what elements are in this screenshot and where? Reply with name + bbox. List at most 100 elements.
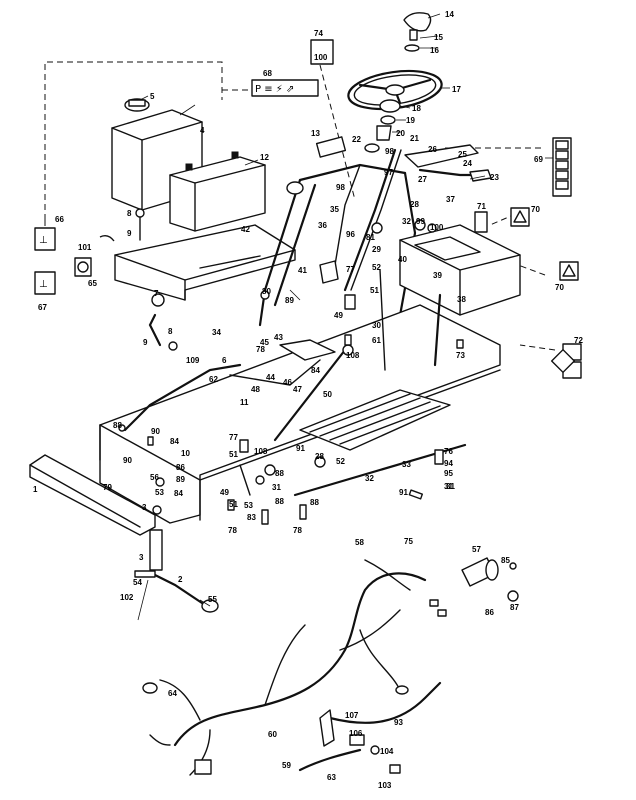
callout-80: 80 (262, 287, 271, 296)
callout-53: 53 (155, 488, 164, 497)
callout-61: 61 (372, 336, 381, 345)
callout-69: 69 (534, 155, 543, 164)
callout-23: 23 (490, 173, 499, 182)
callout-68: 68 (263, 69, 272, 78)
callout-2: 2 (178, 575, 183, 584)
battery (169, 151, 266, 232)
warning-decal-70 (510, 207, 579, 281)
callout-88: 88 (113, 421, 122, 430)
callout-31: 31 (444, 482, 453, 491)
callout-66: 66 (55, 215, 64, 224)
callout-19: 19 (406, 116, 415, 125)
decal-74-text: 100 (314, 53, 328, 62)
callout-5: 5 (150, 92, 155, 101)
callout-52b: 52 (336, 457, 345, 466)
hardware (99, 208, 464, 617)
callout-88d: 88 (310, 498, 319, 507)
callout-88c: 88 (275, 497, 284, 506)
steering-pedestal (258, 163, 417, 345)
callout-71: 71 (477, 202, 486, 211)
callout-54: 54 (133, 578, 142, 587)
callout-12: 12 (260, 153, 269, 162)
callout-34: 34 (212, 328, 221, 337)
callout-75: 75 (404, 537, 413, 546)
callout-95: 95 (444, 469, 453, 478)
hood (399, 224, 521, 316)
callout-28: 28 (410, 200, 419, 209)
callout-45: 45 (260, 338, 269, 347)
decal-74: 100 (310, 39, 334, 65)
callout-74: 74 (314, 29, 323, 38)
decal-71 (474, 211, 488, 233)
ignition-switch (461, 557, 519, 602)
callout-83: 83 (247, 513, 256, 522)
callout-22: 22 (352, 135, 361, 144)
callout-77: 77 (346, 265, 355, 274)
callout-10: 10 (181, 449, 190, 458)
callout-99: 99 (416, 217, 425, 226)
callout-18: 18 (412, 104, 421, 113)
callout-31c: 31 (446, 482, 455, 491)
callout-62: 62 (209, 375, 218, 384)
decal-68-text: P ≡ ⚡ ⇗ (255, 84, 294, 95)
callout-104: 104 (380, 747, 394, 756)
svg-text:⊥: ⊥ (39, 279, 48, 290)
callout-109: 109 (186, 356, 200, 365)
callout-94: 94 (444, 459, 453, 468)
callout-8b: 8 (168, 327, 173, 336)
wiring-harness (142, 559, 427, 776)
callout-76: 76 (444, 447, 453, 456)
callout-98: 98 (385, 147, 394, 156)
callout-63: 63 (327, 773, 336, 782)
callout-59: 59 (282, 761, 291, 770)
callout-88b: 88 (275, 469, 284, 478)
steering-knob (403, 12, 432, 52)
callout-78b: 78 (228, 526, 237, 535)
callout-32b: 32 (365, 474, 374, 483)
callout-4: 4 (200, 126, 205, 135)
callout-84c: 84 (174, 489, 183, 498)
callout-14: 14 (445, 10, 454, 19)
callout-37: 37 (446, 195, 455, 204)
callout-32: 32 (402, 217, 411, 226)
callout-39: 39 (433, 271, 442, 280)
callout-87: 87 (510, 603, 519, 612)
callout-52: 52 (372, 263, 381, 272)
callout-28b: 28 (315, 452, 324, 461)
callout-79: 79 (103, 483, 112, 492)
callout-42: 42 (241, 225, 250, 234)
decal-66-67-65: ⊥ ⊥ (34, 227, 92, 295)
callout-16: 16 (430, 46, 439, 55)
callout-72: 72 (574, 336, 583, 345)
callout-90b: 90 (123, 456, 132, 465)
leader-lines (137, 13, 553, 621)
callout-89: 89 (285, 296, 294, 305)
callout-6: 6 (222, 356, 227, 365)
callout-67: 67 (38, 303, 47, 312)
callout-11: 11 (240, 398, 249, 407)
callout-20: 20 (396, 129, 405, 138)
callout-50: 50 (323, 390, 332, 399)
callout-3b: 3 (139, 553, 144, 562)
callout-46: 46 (283, 378, 292, 387)
callout-91: 91 (296, 444, 305, 453)
front-axle-beam (29, 454, 156, 536)
callout-31b: 31 (272, 483, 281, 492)
callout-36: 36 (318, 221, 327, 230)
callout-27: 27 (418, 175, 427, 184)
callout-labels: 14 15 16 17 18 19 20 21 22 98 26 25 24 2… (33, 10, 583, 790)
callout-77b: 77 (229, 433, 238, 442)
callout-93: 93 (394, 718, 403, 727)
callout-85: 85 (501, 556, 510, 565)
callout-101: 101 (78, 243, 92, 252)
callout-97: 97 (384, 168, 393, 177)
callout-89b: 89 (176, 475, 185, 484)
callout-33: 33 (402, 460, 411, 469)
callout-17: 17 (452, 85, 461, 94)
callout-3: 3 (142, 503, 147, 512)
callout-21: 21 (410, 134, 419, 143)
callout-100: 100 (430, 223, 444, 232)
callout-86: 86 (176, 463, 185, 472)
callout-51c: 51 (229, 500, 238, 509)
callout-55: 55 (208, 595, 217, 604)
